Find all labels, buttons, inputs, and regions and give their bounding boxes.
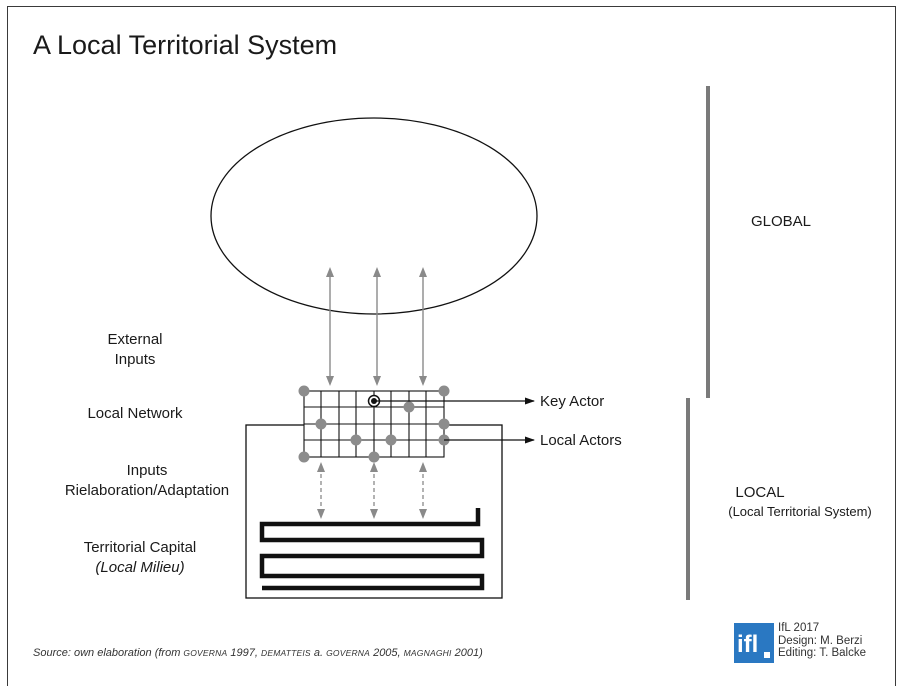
local-milieu-text: (Local Milieu) bbox=[95, 559, 185, 576]
territorial-capital-label: Territorial Capital (Local Milieu) bbox=[50, 538, 230, 578]
local-network-grid bbox=[303, 390, 445, 458]
inputs-line1: Inputs bbox=[126, 462, 168, 479]
credits-editing: Editing: T. Balcke bbox=[778, 647, 867, 659]
global-label: GLOBAL bbox=[750, 213, 812, 230]
local-label: LOCAL bbox=[735, 484, 785, 501]
inputs-label: Inputs Rielaboration/Adaptation bbox=[52, 461, 242, 501]
credits-year: IfL 2017 bbox=[778, 622, 820, 634]
ifl-logo-icon: ifl bbox=[734, 623, 774, 663]
territorial-capital-text: Territorial Capital bbox=[83, 539, 197, 556]
page-title: A Local Territorial System bbox=[33, 30, 338, 60]
logo-text: ifl bbox=[737, 631, 758, 658]
external-input-arrows bbox=[326, 267, 427, 386]
territorial-capital-milieu bbox=[259, 508, 485, 591]
external-inputs-line2: Inputs bbox=[114, 351, 156, 368]
local-sublabel: (Local Territorial System) bbox=[728, 504, 872, 519]
local-actors-label: Local Actors bbox=[540, 432, 622, 449]
local-network-label: Local Network bbox=[87, 405, 183, 422]
figure-frame bbox=[7, 6, 896, 686]
global-ellipse bbox=[210, 117, 538, 315]
key-actor-label: Key Actor bbox=[540, 393, 605, 410]
credits-design: Design: M. Berzi bbox=[778, 634, 863, 647]
external-inputs-label: External Inputs bbox=[85, 330, 185, 370]
inputs-line2: Rielaboration/Adaptation bbox=[64, 482, 230, 499]
external-inputs-line1: External bbox=[107, 331, 163, 348]
rielaboration-arrows bbox=[317, 462, 427, 519]
credits: IfL 2017 Design: M. Berzi Editing: T. Ba… bbox=[778, 622, 866, 660]
source-note: Source: own elaboration (from Governa 19… bbox=[33, 647, 483, 659]
